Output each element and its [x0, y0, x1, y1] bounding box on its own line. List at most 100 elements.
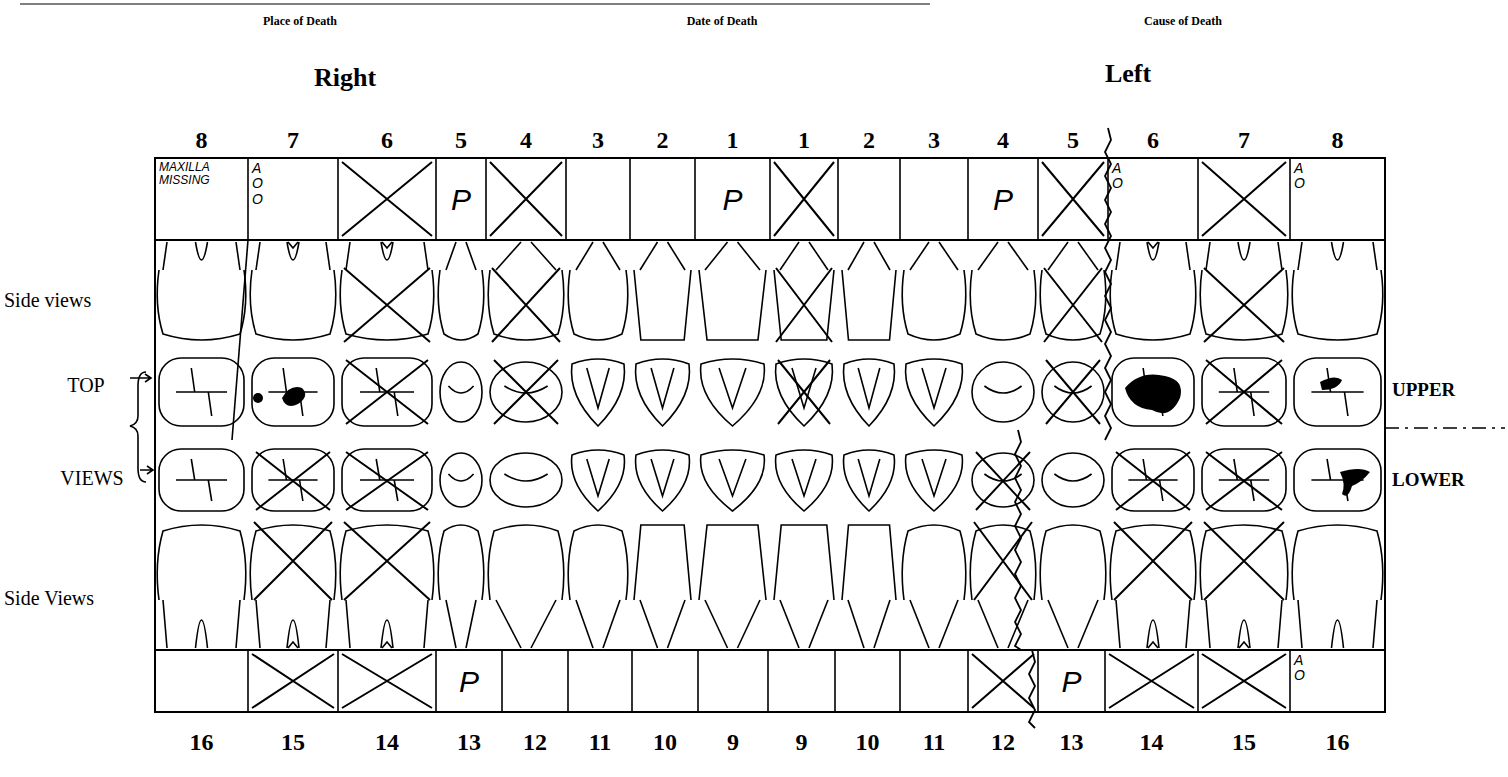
tooth-side-view: [340, 242, 434, 340]
tooth-number: 5: [455, 127, 467, 153]
cusp-lines: [1311, 368, 1363, 416]
tooth-outline: [776, 450, 833, 511]
tooth-root: [1078, 242, 1098, 270]
tooth-number: 4: [997, 127, 1009, 153]
tooth-crown: [250, 270, 336, 340]
tooth-top-view: [159, 449, 244, 511]
row-label: Side Views: [4, 587, 94, 609]
chart-note: P: [1061, 665, 1081, 698]
field-label: Place of Death: [263, 15, 337, 28]
box-divider: [247, 158, 249, 240]
cusp-lines: [268, 368, 317, 416]
filling-mark: [282, 387, 305, 406]
tooth-crown: [1200, 525, 1288, 600]
tooth-crown: [902, 525, 966, 600]
tooth-root: [1373, 600, 1377, 648]
tooth-top-view: [1202, 449, 1286, 511]
tooth-top-view: [636, 450, 690, 511]
cusp-lines: [922, 459, 946, 496]
cusp-lines: [792, 459, 816, 496]
tooth-top-view: [1112, 449, 1194, 511]
tooth-outline: [1294, 358, 1381, 426]
tooth-top-view: [972, 362, 1034, 422]
tooth-root: [326, 600, 330, 648]
tooth-root: [640, 600, 658, 648]
root-fork: [1147, 242, 1159, 260]
tooth-outline: [1294, 449, 1381, 511]
root-notch: [382, 642, 392, 648]
tooth-crown: [902, 270, 966, 340]
tooth-crown: [568, 270, 628, 340]
tooth-crown: [438, 270, 484, 340]
tooth-crown: [157, 270, 246, 340]
tooth-side-view: [1110, 525, 1196, 648]
side-heading: Left: [1105, 60, 1151, 89]
box-divider: [1037, 650, 1039, 712]
tooth-number: 4: [520, 127, 532, 153]
row-label: TOP: [67, 374, 104, 396]
box-divider: [697, 650, 699, 712]
tooth-cross: [1046, 360, 1100, 424]
tooth-number: 12: [523, 729, 547, 755]
tooth-cross: [1206, 452, 1282, 510]
tooth-crown: [970, 270, 1036, 340]
tooth-top-view: [1294, 449, 1381, 511]
field-label: Date of Death: [687, 15, 758, 28]
tooth-outline: [159, 358, 244, 426]
box-divider: [834, 650, 836, 712]
tooth-outline: [1112, 358, 1194, 426]
tooth-top-view: [572, 450, 625, 511]
cusp-lines: [651, 368, 674, 408]
jaw-divider: [1385, 427, 1505, 429]
pointer-arrow: [130, 374, 151, 382]
chart-art: [20, 4, 1505, 728]
tooth-top-view: [776, 450, 833, 511]
tooth-top-view: [440, 362, 482, 422]
box-divider: [967, 158, 969, 240]
box-divider: [837, 158, 839, 240]
tooth-crown: [699, 525, 766, 600]
tooth-root: [1186, 242, 1190, 270]
tooth-top-view: [701, 450, 765, 511]
tooth-side-view: [250, 242, 336, 340]
tooth-number: 9: [796, 729, 808, 755]
chart-note: A O: [1294, 653, 1305, 684]
tooth-outline: [906, 359, 963, 426]
tooth-root: [978, 242, 998, 270]
tooth-cross: [976, 452, 1030, 510]
tooth-side-view: [842, 242, 896, 340]
tooth-root: [1298, 242, 1302, 270]
box-divider: [337, 158, 339, 240]
tooth-crown: [842, 270, 896, 340]
tooth-side-view: [1292, 525, 1383, 648]
box-cross: [1109, 654, 1194, 708]
tooth-cross: [256, 452, 330, 510]
tooth-outline: [701, 450, 765, 511]
tooth-root: [163, 600, 167, 648]
tooth-number: 13: [1060, 729, 1084, 755]
tooth-root: [939, 242, 958, 270]
tooth-root: [1078, 600, 1098, 648]
root-fork: [1332, 242, 1344, 260]
tooth-root: [346, 600, 350, 648]
root-fork: [381, 242, 393, 260]
tooth-cross: [1204, 522, 1284, 600]
tooth-outline: [440, 362, 482, 422]
tooth-number: 8: [1332, 127, 1344, 153]
tooth-number: 13: [457, 729, 481, 755]
tooth-crown: [1110, 270, 1196, 340]
tooth-top-view: [252, 358, 334, 426]
box-divider: [435, 158, 437, 240]
tooth-number: 3: [592, 127, 604, 153]
tooth-root: [346, 242, 350, 270]
cusp-lines: [1054, 474, 1091, 481]
box-divider: [435, 650, 437, 712]
cusp-lines: [176, 459, 227, 501]
tooth-top-view: [636, 359, 690, 426]
tooth-number: 1: [798, 127, 810, 153]
chart-note: A O: [1294, 161, 1305, 192]
tooth-root: [424, 600, 428, 648]
tooth-root: [848, 242, 864, 270]
